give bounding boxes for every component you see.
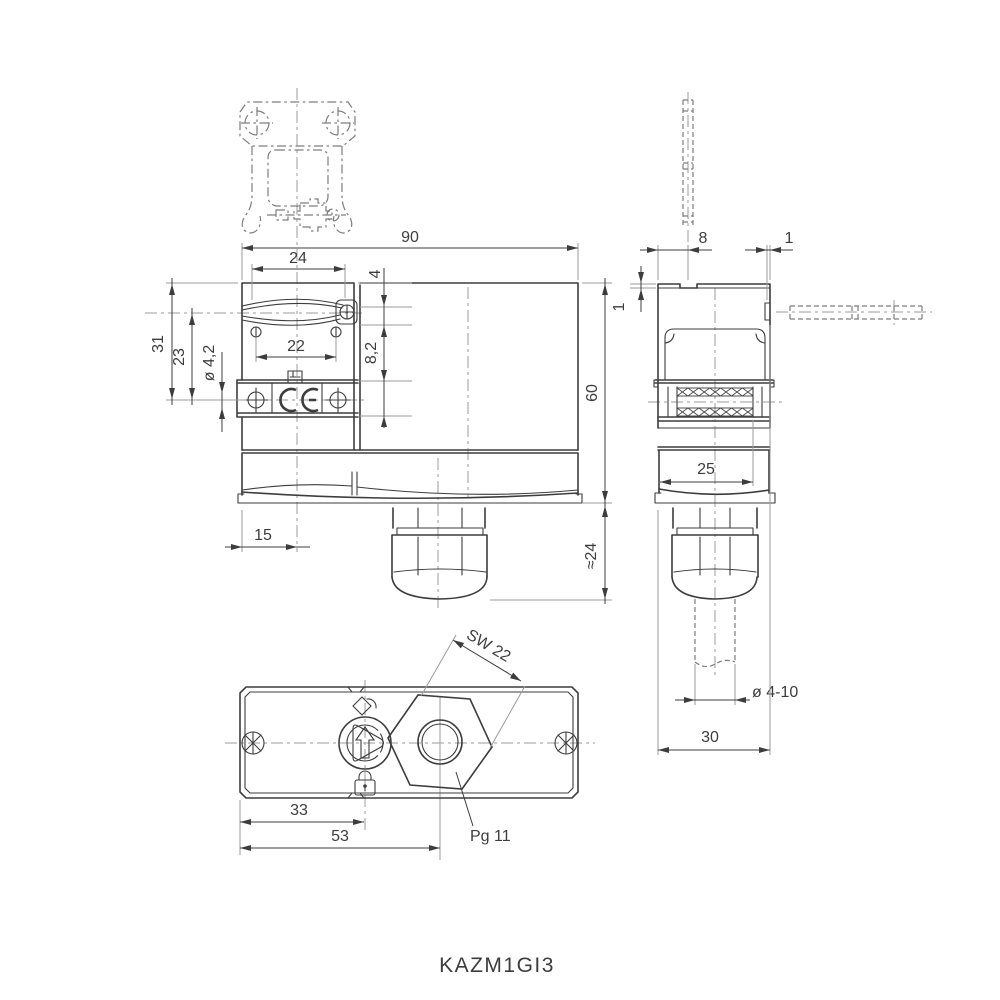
side-view <box>653 283 776 668</box>
dim-bottom-gland-thread: Pg 11 <box>470 828 511 845</box>
dim-front-width: 90 <box>401 229 419 246</box>
gland-hex-nut <box>387 694 493 790</box>
padlock-closed-icon <box>354 770 376 796</box>
housing-screw-left-icon <box>241 731 265 755</box>
dim-bottom-lock-offset: 33 <box>290 802 308 819</box>
actuator-key-horizontal-phantom <box>789 305 923 320</box>
dim-side-depth: 30 <box>701 729 719 746</box>
dim-side-slot-position: 8 <box>699 230 708 247</box>
padlock-open-icon <box>352 696 377 716</box>
dim-bottom-gland-offset: 53 <box>331 828 349 845</box>
actuator-bracket-phantom <box>239 101 356 234</box>
bottom-view <box>239 686 579 799</box>
slot-screw-boss <box>335 299 358 325</box>
cable-gland-side <box>671 507 759 600</box>
dim-bottom-wrench-size: SW 22 <box>463 626 513 665</box>
slot-grip-hatch-bottom <box>676 407 754 417</box>
ce-mark-icon <box>279 387 319 413</box>
dim-side-edge-gap: 1 <box>785 230 794 247</box>
dim-side-lid-width: 25 <box>697 461 715 478</box>
dim-front-band-height: 8,2 <box>363 342 380 364</box>
unlock-arrow-icon <box>354 726 376 759</box>
dim-front-hole-from-top: 31 <box>150 335 167 353</box>
dim-front-screw-pitch: 22 <box>287 338 305 355</box>
dim-side-cable-dia: ø 4-10 <box>752 684 798 701</box>
model-caption: KAZM1GI3 <box>439 954 555 977</box>
dim-front-gland-offset: 15 <box>254 527 272 544</box>
housing-screw-right-icon <box>554 731 578 755</box>
dim-front-height: 60 <box>584 384 601 402</box>
dim-front-slot-width: 24 <box>289 250 307 267</box>
dimensions-bottom: SW 22 Pg 11 33 53 <box>239 626 526 855</box>
cable-gland-front <box>391 507 488 600</box>
front-view <box>236 282 583 600</box>
dim-front-slot-top: 4 <box>367 269 384 278</box>
slot-grip-hatch-top <box>676 387 754 397</box>
actuator-key-vertical-phantom <box>682 99 694 228</box>
dim-side-rim-height: 1 <box>611 302 628 311</box>
cable-phantom <box>694 599 736 668</box>
centerlines <box>145 88 932 860</box>
dimensions-side: 8 1 1 25 ø 4-10 30 <box>611 230 798 755</box>
dim-front-hole-dia: ø 4,2 <box>201 345 218 382</box>
dimensions-front: 90 24 4 8,2 31 23 ø 4,2 22 <box>150 229 612 604</box>
dim-front-hole-from-slot: 23 <box>171 348 188 366</box>
dim-front-gland-height: ≈24 <box>583 543 600 570</box>
